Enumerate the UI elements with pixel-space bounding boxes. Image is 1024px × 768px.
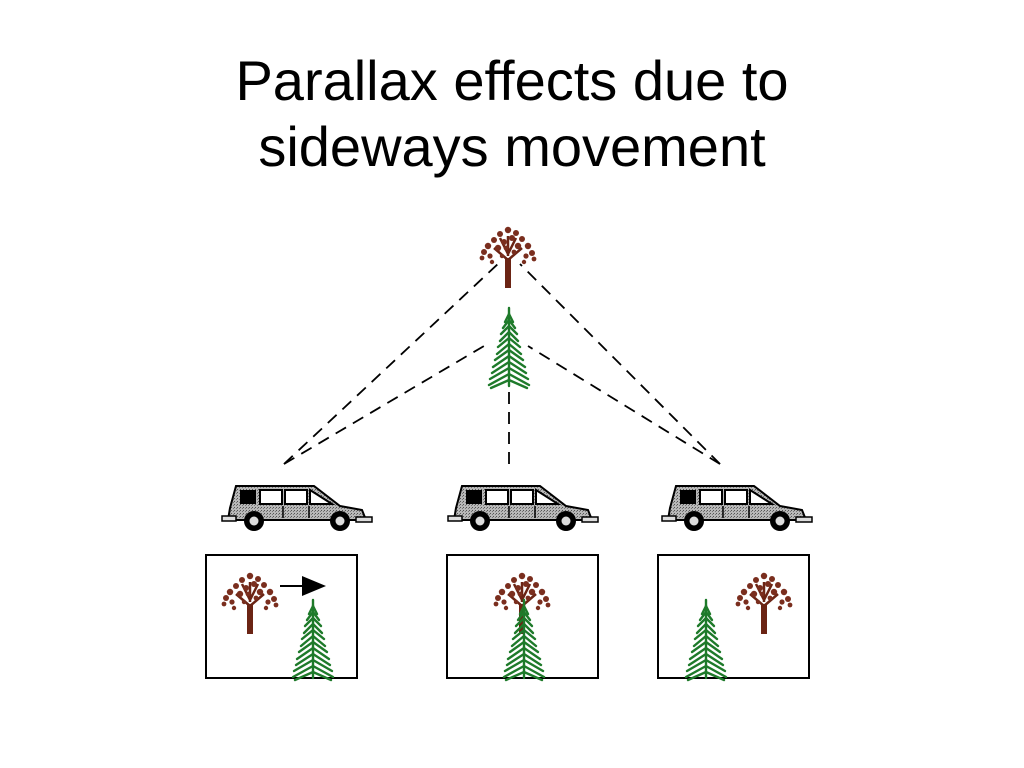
view-frame-center (446, 554, 599, 682)
far-deciduous-tree-icon (478, 225, 538, 290)
title-line-2: sideways movement (258, 115, 766, 178)
sight-line-right-to-near-tree (527, 345, 721, 465)
car-left-viewpoint-icon (221, 485, 373, 532)
view-frame-left (205, 554, 358, 682)
view-frame-right (657, 554, 810, 682)
slide-title: Parallax effects due to sideways movemen… (0, 48, 1024, 180)
car-right-viewpoint-icon (661, 485, 813, 532)
title-line-1: Parallax effects due to (235, 49, 789, 112)
sight-line-left-to-near-tree (283, 345, 485, 465)
sight-lines (283, 261, 721, 465)
car-center-viewpoint-icon (447, 485, 599, 532)
sight-line-right-to-far-tree (519, 263, 721, 465)
near-pine-tree-icon (487, 306, 531, 390)
sight-line-left-to-far-tree (283, 261, 501, 465)
